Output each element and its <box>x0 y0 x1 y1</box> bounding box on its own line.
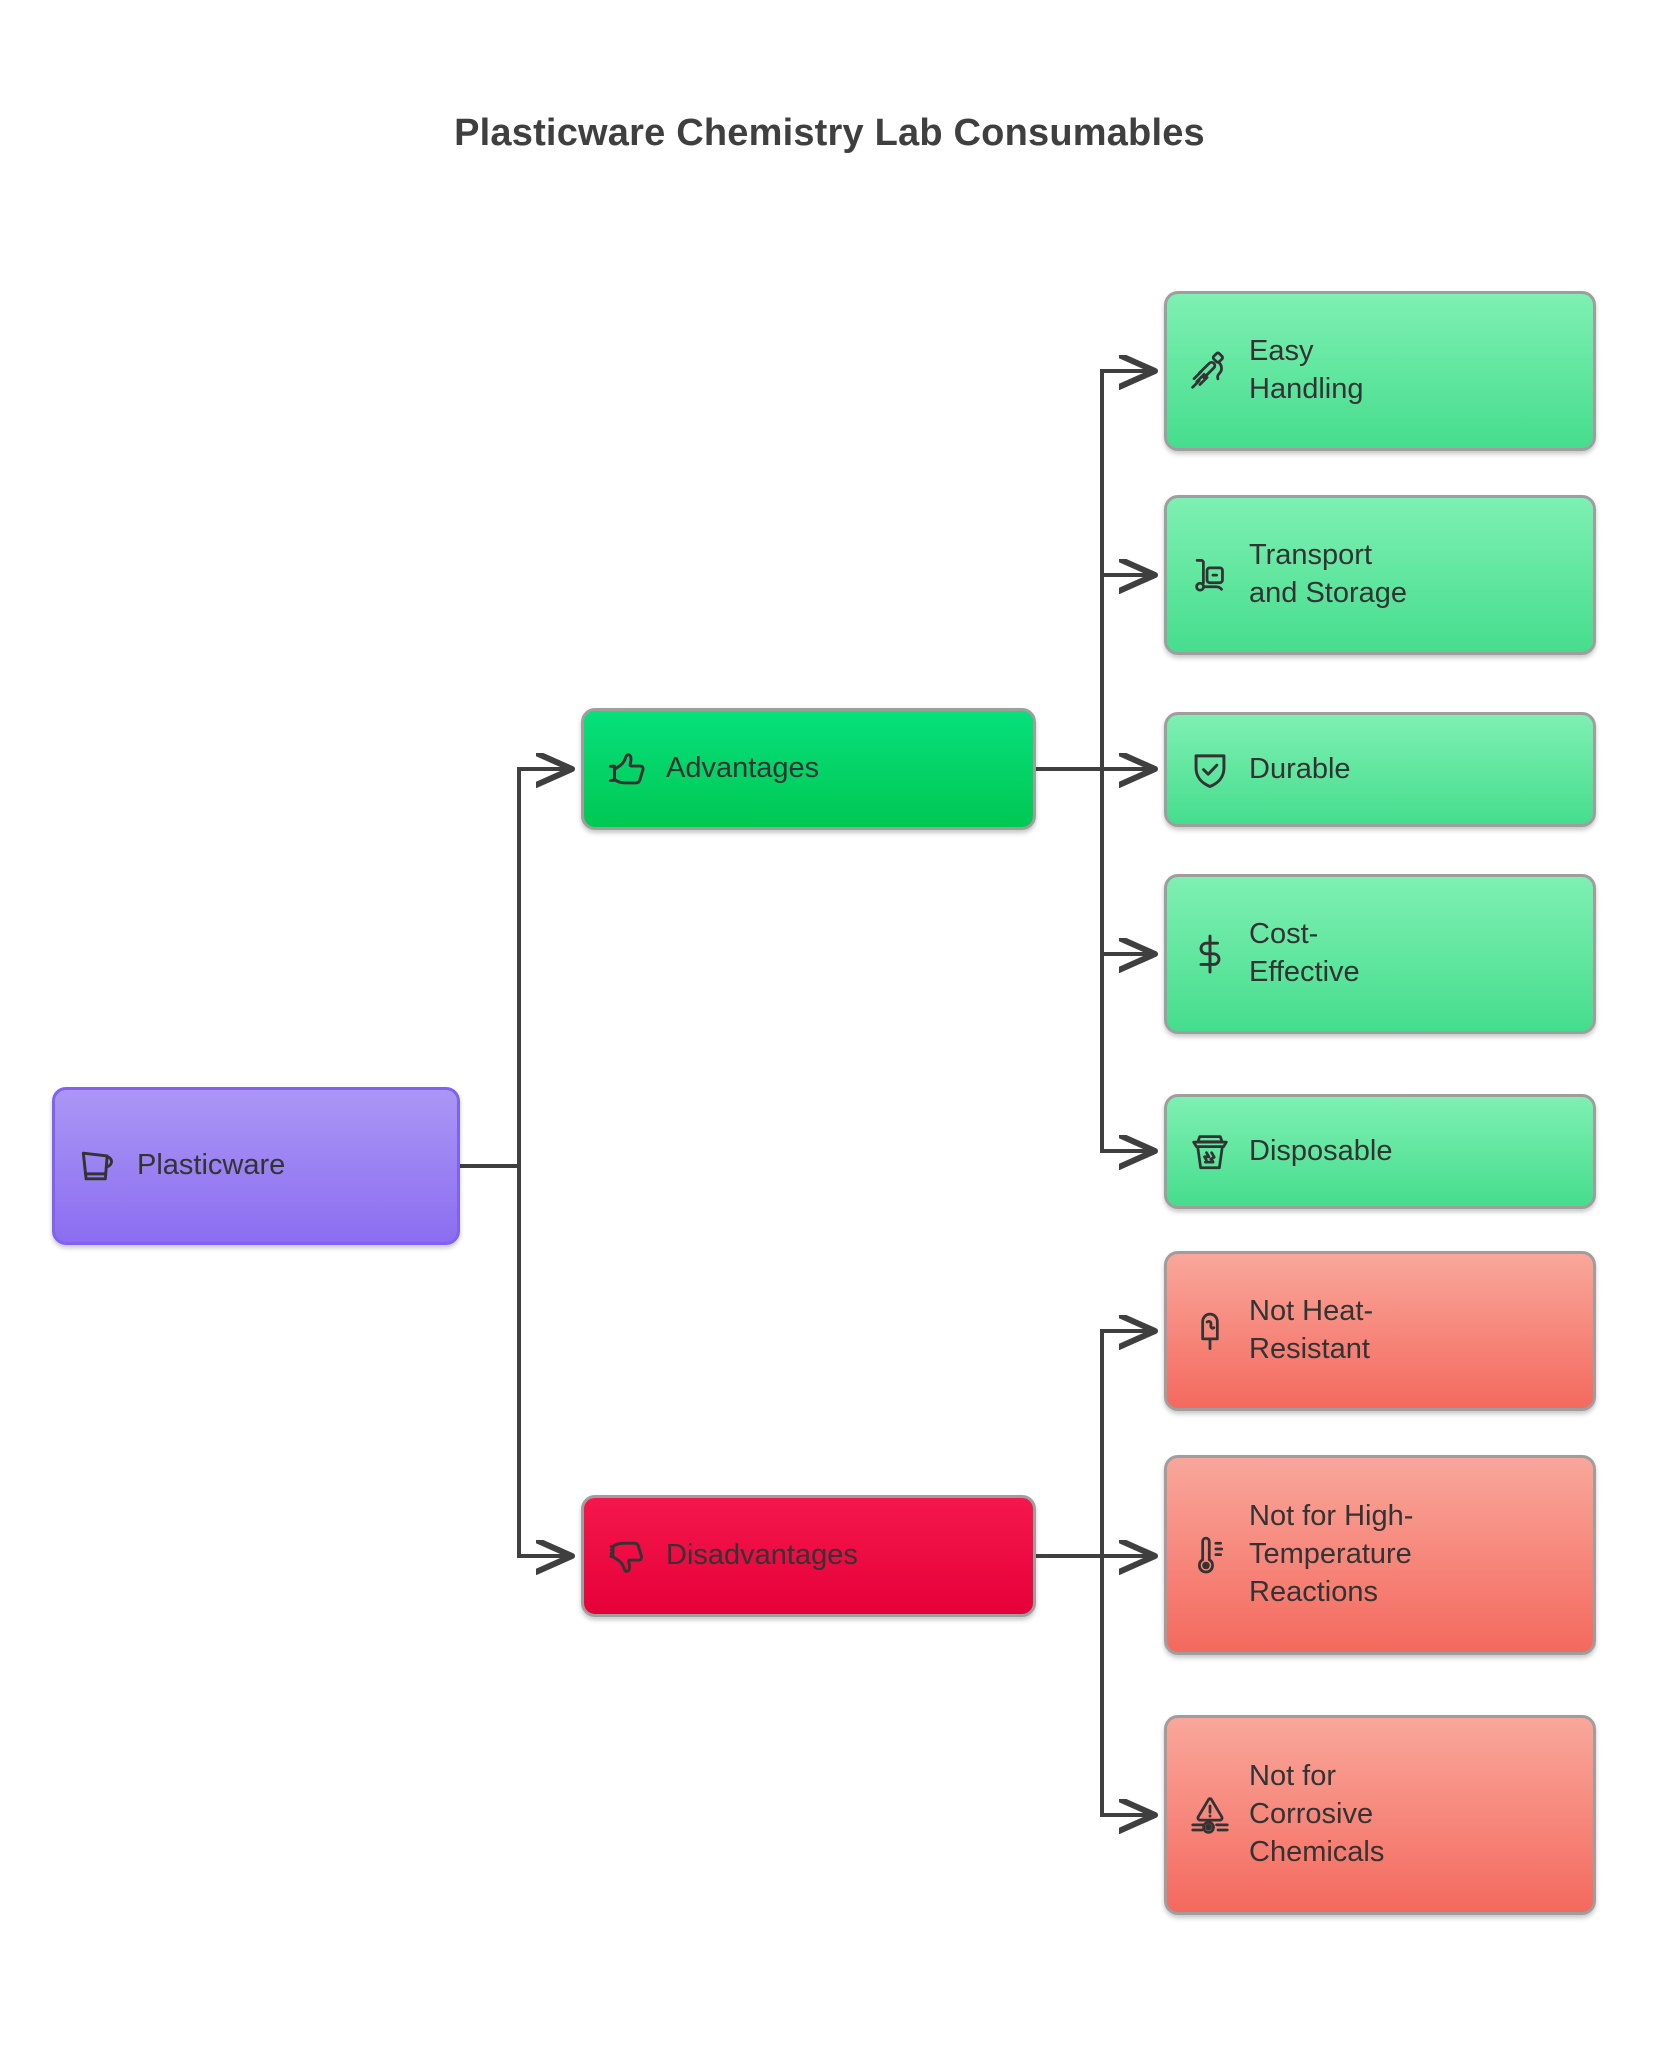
node-label: Disadvantages <box>666 1539 858 1572</box>
hand-holding-pipette-icon <box>1187 348 1233 394</box>
node-label: Not for Corrosive Chemicals <box>1249 1760 1385 1868</box>
node-transport-and-storage[interactable]: Transport and Storage <box>1164 495 1596 655</box>
node-advantages[interactable]: Advantages <box>581 708 1036 830</box>
corrosive-hazard-icon <box>1187 1792 1233 1838</box>
hand-truck-icon <box>1187 552 1233 598</box>
beaker-pitcher-icon <box>75 1143 121 1189</box>
node-durable[interactable]: Durable <box>1164 712 1596 827</box>
node-label: Easy Handling <box>1249 335 1364 405</box>
node-label: Not for High- Temperature Reactions <box>1249 1500 1414 1608</box>
thermometer-icon <box>1187 1532 1233 1578</box>
node-plasticware[interactable]: Plasticware <box>52 1087 460 1245</box>
page-title: Plasticware Chemistry Lab Consumables <box>454 112 1205 154</box>
node-label: Durable <box>1249 752 1351 785</box>
melting-popsicle-icon <box>1187 1308 1233 1354</box>
node-not-for-high-temperature-reactions[interactable]: Not for High- Temperature Reactions <box>1164 1455 1596 1655</box>
node-easy-handling[interactable]: Easy Handling <box>1164 291 1596 451</box>
shield-check-icon <box>1187 747 1233 793</box>
recycle-bin-icon <box>1187 1129 1233 1175</box>
dollar-sign-icon <box>1187 931 1233 977</box>
node-cost-effective[interactable]: Cost- Effective <box>1164 874 1596 1034</box>
node-not-heat-resistant[interactable]: Not Heat- Resistant <box>1164 1251 1596 1411</box>
node-label: Transport and Storage <box>1249 539 1408 609</box>
thumbs-down-icon <box>604 1533 650 1579</box>
node-disposable[interactable]: Disposable <box>1164 1094 1596 1209</box>
node-label: Disposable <box>1249 1134 1393 1167</box>
node-label: Not Heat- Resistant <box>1249 1295 1374 1365</box>
node-label: Advantages <box>666 752 820 785</box>
node-label: Cost- Effective <box>1249 918 1360 988</box>
thumbs-up-icon <box>604 746 650 792</box>
node-disadvantages[interactable]: Disadvantages <box>581 1495 1036 1617</box>
node-not-for-corrosive-chemicals[interactable]: Not for Corrosive Chemicals <box>1164 1715 1596 1915</box>
node-label: Plasticware <box>137 1149 286 1182</box>
